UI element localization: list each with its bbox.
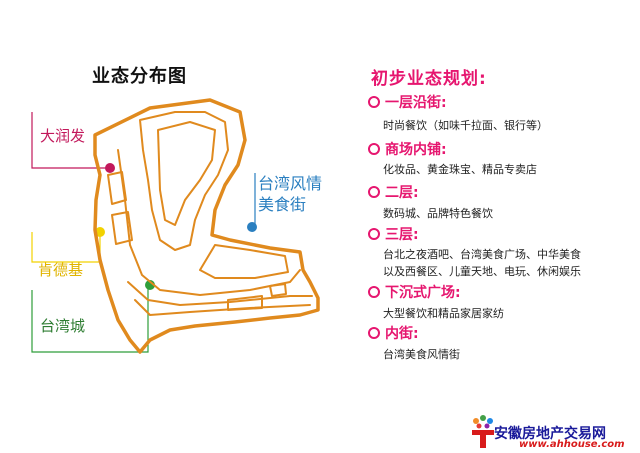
plan-item-desc-5: 大型餐饮和精品家居家纺 <box>383 307 504 320</box>
label-taiwancheng: 台湾城 <box>40 317 86 335</box>
site-logo-url[interactable]: www.ahhouse.com <box>519 439 625 450</box>
label-taiwan-street-line1: 台湾风情 <box>258 174 323 193</box>
plan-item-desc-4a: 台北之夜酒吧、台湾美食广场、中华美食 <box>383 248 581 261</box>
outline-kiosk-1 <box>269 283 287 297</box>
circle-bullet-icon <box>368 228 380 240</box>
plan-item-desc-3: 数码城、品牌特色餐饮 <box>383 207 493 220</box>
circle-bullet-icon <box>368 286 380 298</box>
plan-item-desc-6: 台湾美食风情街 <box>383 348 460 361</box>
plan-item-desc-1: 时尚餐饮（如味千拉面、银行等） <box>383 119 548 132</box>
plan-item-desc-2: 化妆品、黄金珠宝、精品专卖店 <box>383 163 537 176</box>
connector-taiwancheng <box>31 287 149 353</box>
connector-kfc <box>31 232 101 263</box>
plan-item-heading-5: 下沉式广场: <box>368 282 461 302</box>
circle-bullet-icon <box>368 143 380 155</box>
outline-left-rooms <box>107 171 133 245</box>
site-logo-icon <box>472 415 494 448</box>
marker-taiwan-street <box>247 222 257 232</box>
outline-mall-block <box>157 121 216 226</box>
plan-title: 初步业态规划: <box>371 69 487 89</box>
plan-item-heading-4: 三层: <box>368 224 419 244</box>
building-outline <box>93 98 320 354</box>
plan-item-heading-text: 一层沿街: <box>385 95 447 111</box>
circle-bullet-icon <box>368 327 380 339</box>
plan-item-heading-1: 一层沿街: <box>368 92 447 112</box>
circle-bullet-icon <box>368 186 380 198</box>
outline-inner-curve <box>117 149 301 296</box>
plan-item-heading-text: 三层: <box>385 227 419 243</box>
plan-item-heading-text: 商场内铺: <box>385 142 447 158</box>
plan-item-heading-text: 下沉式广场: <box>385 285 461 301</box>
label-darunfa: 大润发 <box>40 127 86 145</box>
plan-item-heading-3: 二层: <box>368 182 419 202</box>
outline-atrium <box>139 111 229 251</box>
outline-lower-stripe-2 <box>134 299 311 316</box>
map-title: 业态分布图 <box>92 66 187 87</box>
outline-lower-stripe-1 <box>127 281 313 306</box>
site-logo-name: 安徽房地产交易网 <box>494 426 606 442</box>
outline-street-block <box>199 244 289 279</box>
label-taiwan-street: 台湾风情 美食街 <box>258 173 322 215</box>
plan-item-desc-4b: 以及西餐区、儿童天地、电玩、休闲娱乐 <box>383 265 581 278</box>
connector-darunfa <box>31 112 110 169</box>
label-taiwan-street-line2: 美食街 <box>258 195 307 214</box>
circle-bullet-icon <box>368 96 380 108</box>
plan-item-heading-text: 内街: <box>385 326 419 342</box>
plan-item-heading-text: 二层: <box>385 185 419 201</box>
label-kfc: 肯德基 <box>38 261 84 279</box>
plan-item-heading-6: 内街: <box>368 323 419 343</box>
outline-plaza <box>227 295 263 311</box>
plan-item-heading-2: 商场内铺: <box>368 139 447 159</box>
marker-darunfa <box>105 163 115 173</box>
